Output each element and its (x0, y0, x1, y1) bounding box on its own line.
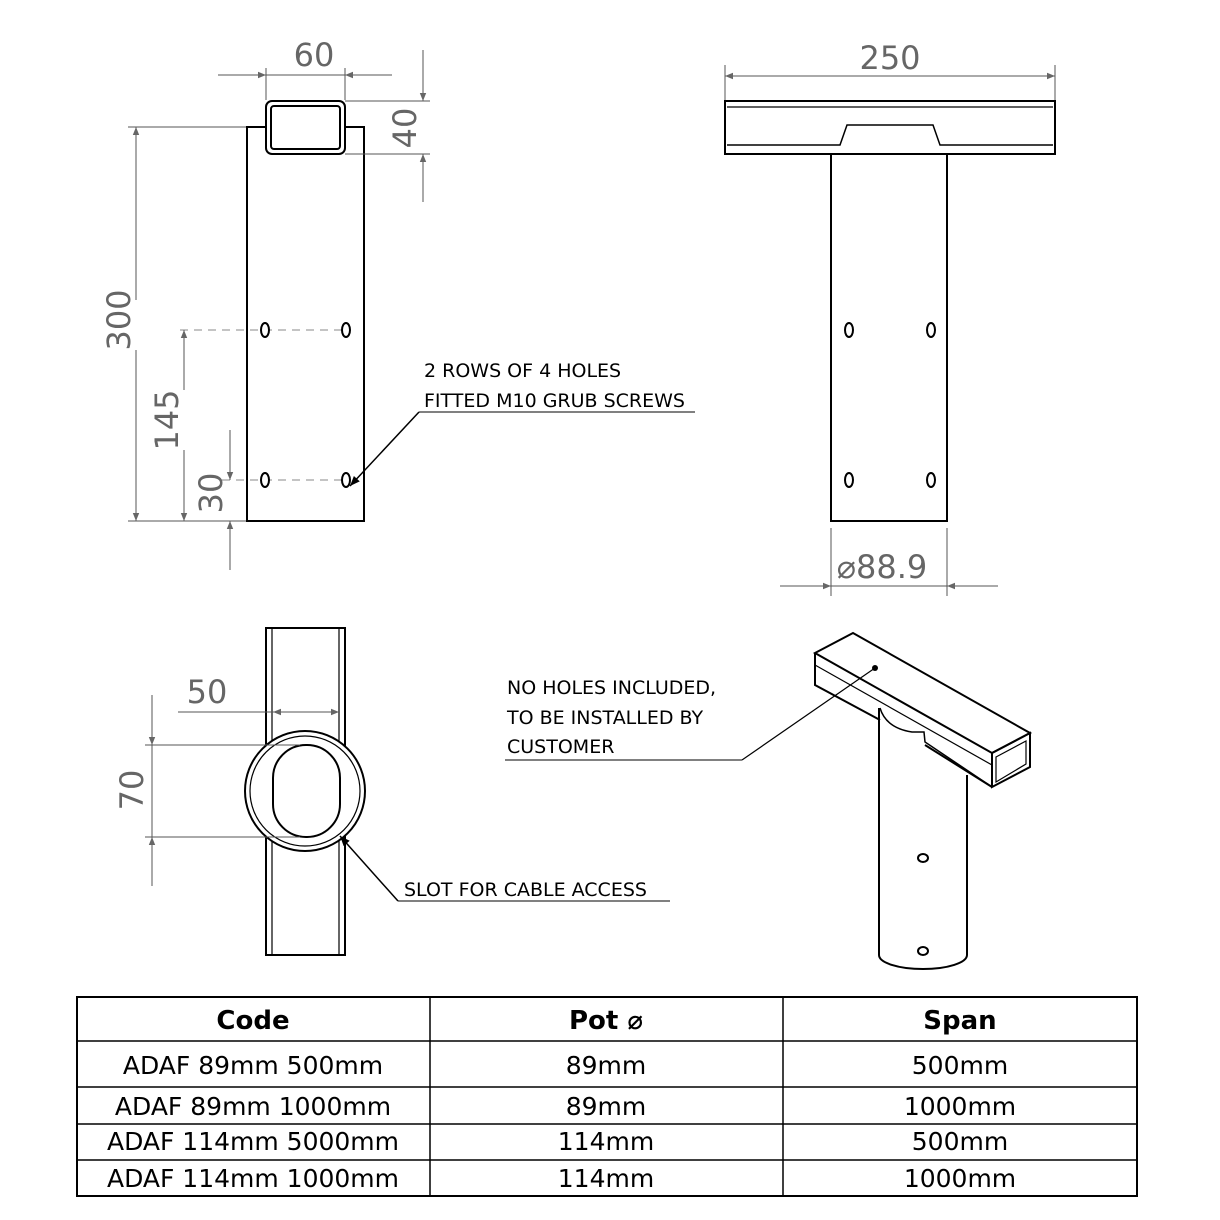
hole-icon (844, 322, 854, 338)
hole-icon (341, 322, 351, 338)
cell-code: ADAF 114mm 1000mm (107, 1164, 399, 1193)
hole-icon (341, 472, 351, 488)
hole-icon (844, 472, 854, 488)
table-row: ADAF 89mm 1000mm 89mm 1000mm (115, 1092, 1016, 1121)
cell-code: ADAF 114mm 5000mm (107, 1127, 399, 1156)
dim-side-hole-upper: 145 (148, 389, 186, 450)
hole-icon (260, 472, 270, 488)
iso-note-line2: TO BE INSTALLED BY (506, 707, 704, 729)
header-pot: Pot ⌀ (569, 1006, 643, 1036)
cell-pot: 89mm (566, 1051, 647, 1080)
table-row: ADAF 114mm 5000mm 114mm 500mm (107, 1127, 1008, 1156)
isometric-view: NO HOLES INCLUDED, TO BE INSTALLED BY CU… (505, 631, 1033, 970)
cell-pot: 114mm (558, 1164, 654, 1193)
cell-span: 500mm (912, 1051, 1008, 1080)
side-tube-outline (265, 100, 346, 155)
front-bar-outline (724, 100, 1056, 155)
hole-icon (260, 322, 270, 338)
pot-circle (244, 730, 366, 852)
hole-icon (917, 853, 929, 863)
product-table: Code Pot ⌀ Span ADAF 89mm 500mm 89mm 500… (76, 996, 1138, 1197)
cable-slot (272, 744, 341, 838)
table-row: ADAF 114mm 1000mm 114mm 1000mm (107, 1164, 1016, 1193)
front-pot-outline (830, 153, 948, 522)
iso-note-line1: NO HOLES INCLUDED, (507, 677, 716, 699)
dim-side-hole-lower: 30 (192, 473, 230, 514)
iso-pot (878, 708, 968, 970)
table-header: Code Pot ⌀ Span (216, 1006, 996, 1036)
cell-pot: 114mm (558, 1127, 654, 1156)
hole-icon (926, 322, 936, 338)
slot-note: SLOT FOR CABLE ACCESS (404, 879, 647, 901)
cell-span: 1000mm (904, 1092, 1016, 1121)
dim-slot-width: 50 (187, 673, 228, 711)
leader-dot-icon (872, 665, 878, 671)
holes-note-line1: 2 ROWS OF 4 HOLES (424, 360, 621, 382)
dim-front-span: 250 (859, 39, 920, 77)
header-code: Code (216, 1006, 289, 1036)
side-tube-inner (270, 105, 341, 150)
dim-slot-length: 70 (113, 770, 151, 811)
dim-front-diameter: ⌀88.9 (837, 548, 928, 586)
header-span: Span (923, 1006, 996, 1036)
holes-note-line2: FITTED M10 GRUB SCREWS (424, 390, 685, 412)
hole-icon (917, 946, 929, 956)
dim-side-total-height: 300 (100, 289, 138, 350)
front-view: 250 ⌀88.9 (724, 39, 1056, 596)
cell-pot: 89mm (566, 1092, 647, 1121)
dim-side-width: 60 (294, 36, 335, 74)
hole-icon (926, 472, 936, 488)
iso-note-line3: CUSTOMER (507, 736, 614, 758)
table-row: ADAF 89mm 500mm 89mm 500mm (123, 1051, 1008, 1080)
cell-span: 1000mm (904, 1164, 1016, 1193)
cell-code: ADAF 89mm 500mm (123, 1051, 383, 1080)
side-view: 60 40 300 145 30 2 ROWS OF 4 HOLES FITTE… (100, 36, 695, 570)
dim-side-tube-height: 40 (386, 108, 424, 149)
cell-code: ADAF 89mm 1000mm (115, 1092, 391, 1121)
leader-arrow-icon (349, 411, 420, 487)
cell-span: 500mm (912, 1127, 1008, 1156)
leader-arrow-icon (339, 835, 399, 902)
top-view: 50 70 SLOT FOR CABLE ACCESS (113, 627, 670, 956)
